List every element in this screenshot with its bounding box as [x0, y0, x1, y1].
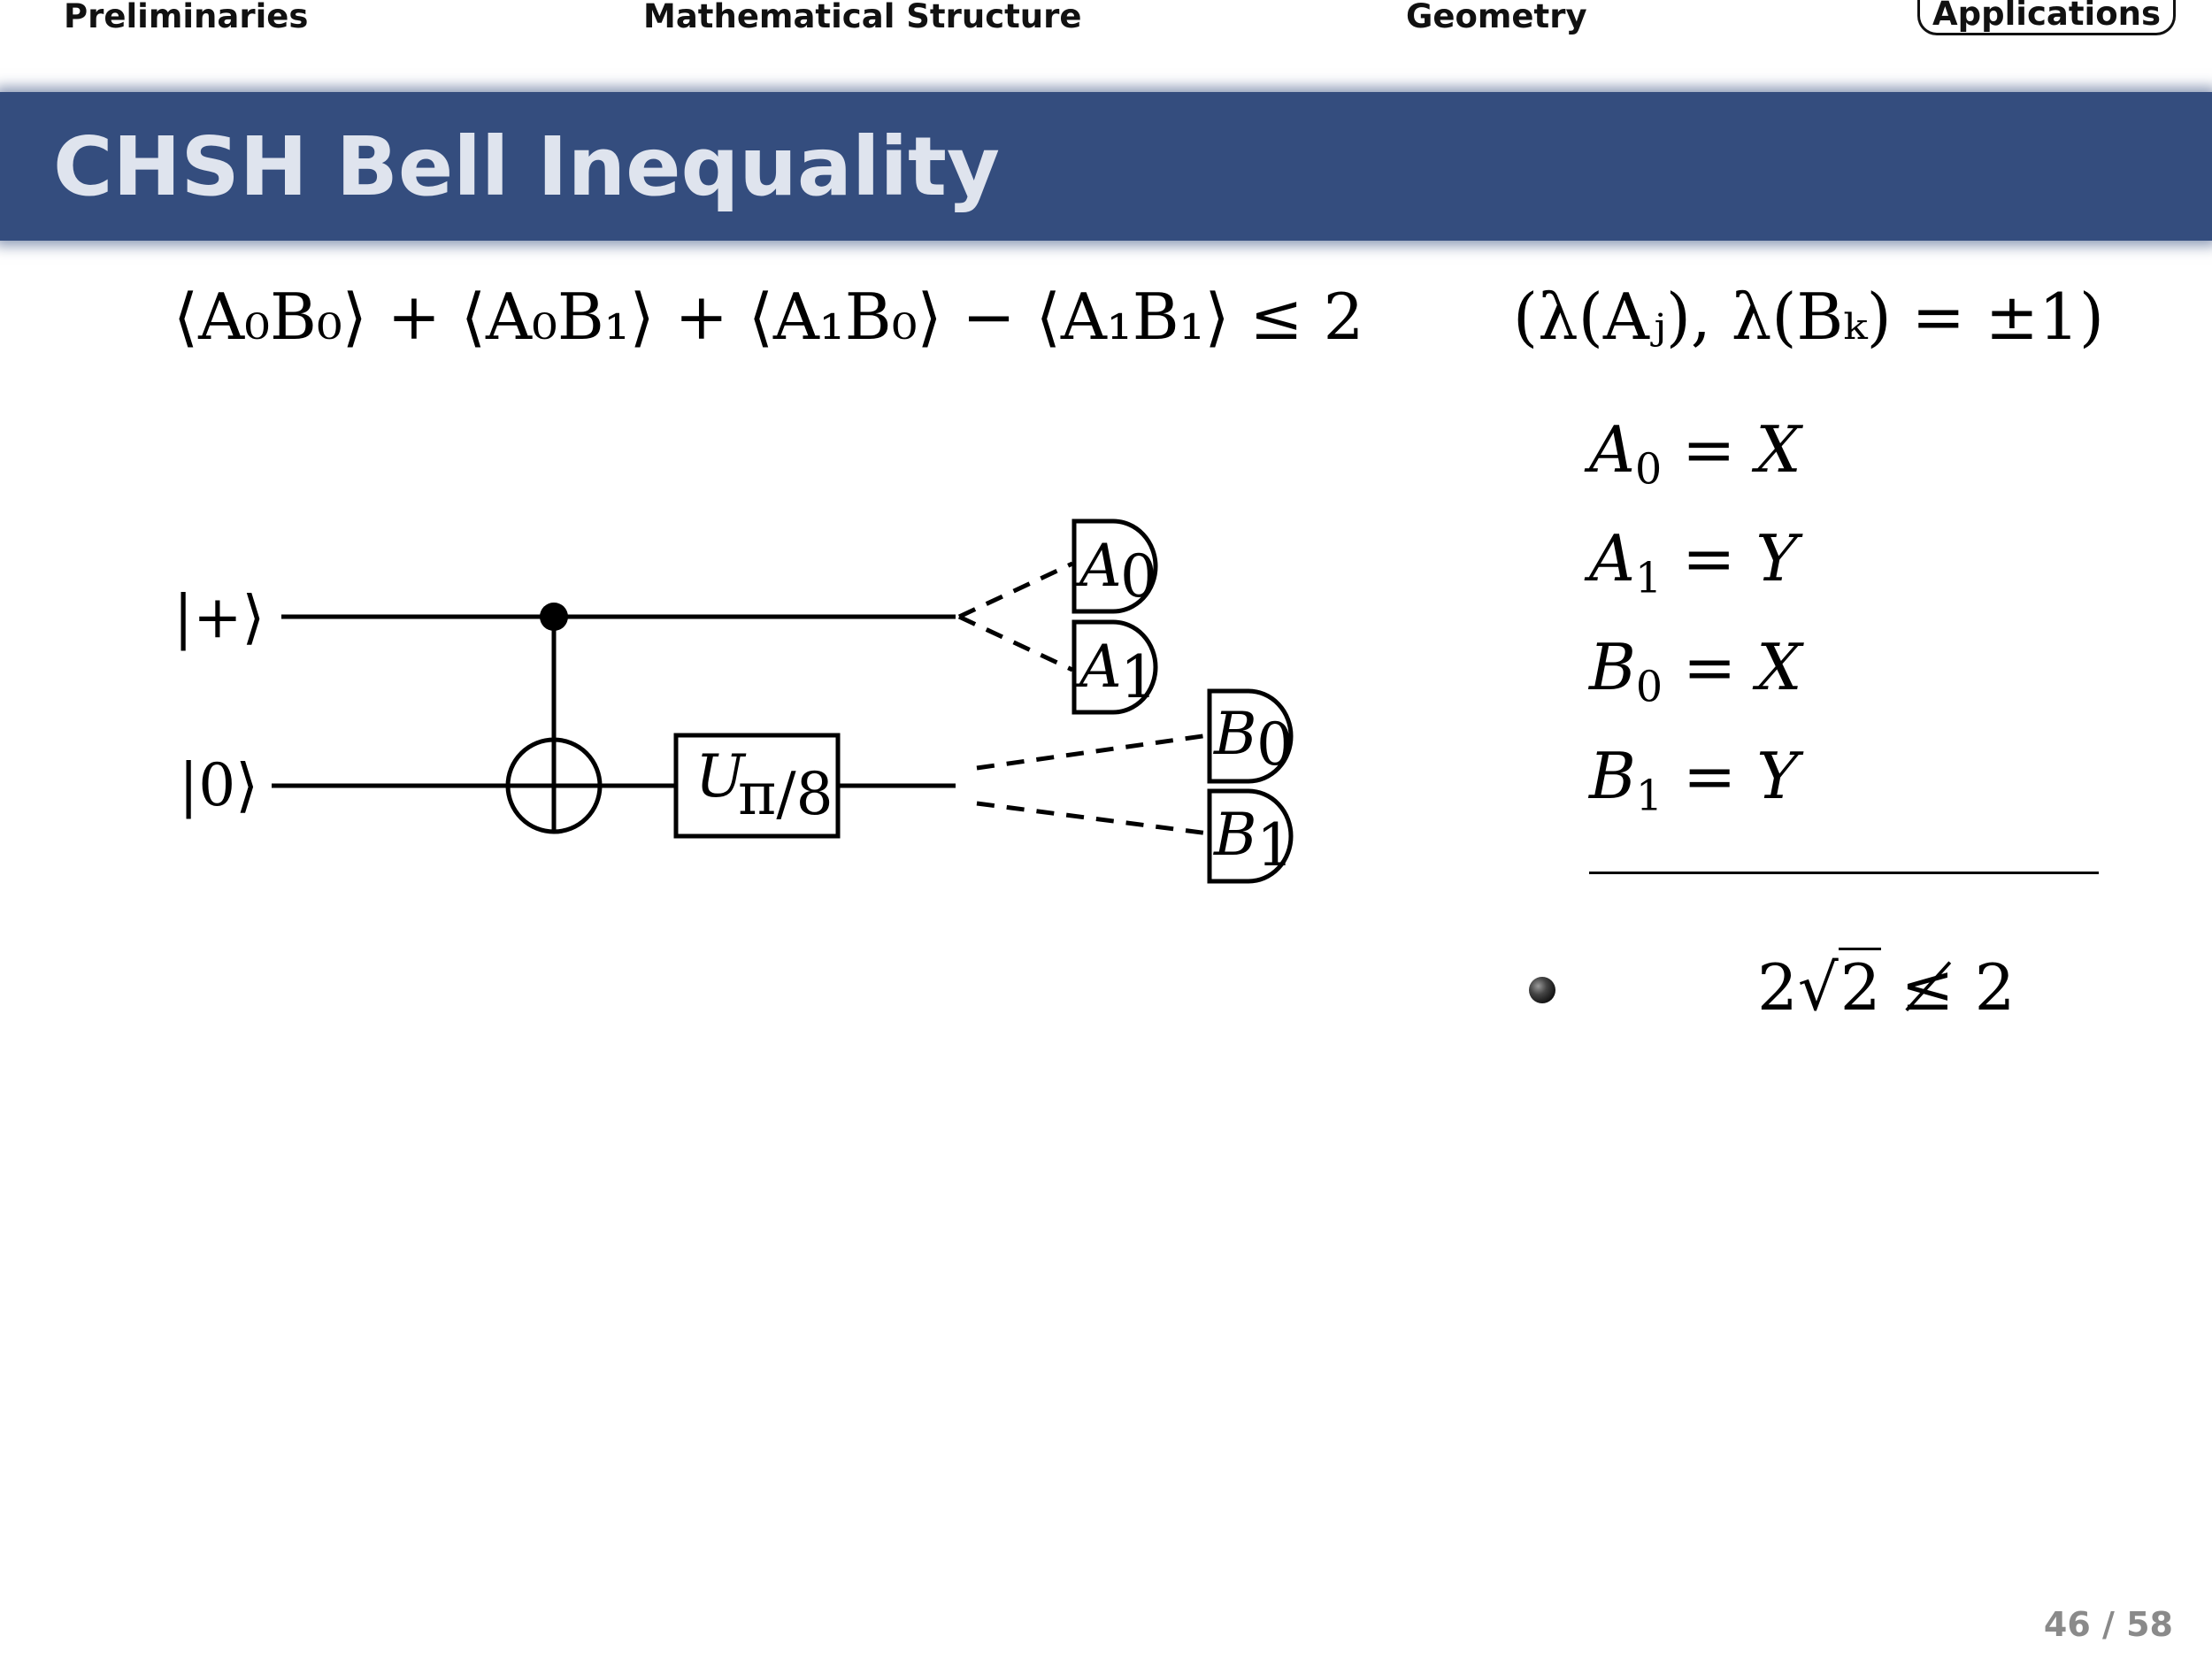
u-gate-subscript: π/8: [738, 760, 833, 828]
svg-text:A: A: [1074, 633, 1122, 701]
definition-a1: A1 = Y: [1589, 521, 1798, 603]
branch-to-a1: [957, 614, 1074, 672]
branch-to-b1: [976, 801, 1210, 836]
u-gate-box: [673, 733, 841, 839]
svg-text:1: 1: [1256, 811, 1294, 879]
violation-result: 2√2 ≰ 2: [1757, 948, 2016, 1025]
radicand: 2: [1838, 948, 1881, 1025]
title-bar: CHSH Bell Inequality: [0, 92, 2212, 241]
result-coefficient: 2: [1757, 950, 1798, 1025]
page-number: 46 / 58: [2043, 1605, 2173, 1644]
svg-text:B: B: [1213, 700, 1257, 768]
input-label-plus: |+⟩: [173, 583, 265, 651]
result-bound: 2: [1974, 950, 2016, 1025]
definition-b0: B0 = X: [1589, 630, 1802, 712]
nav-item-geometry[interactable]: Geometry: [1406, 0, 1587, 35]
section-navigation: Preliminaries Mathematical Structure Geo…: [0, 0, 2212, 42]
inequality-expression: ⟨A₀B₀⟩ + ⟨A₀B₁⟩ + ⟨A₁B₀⟩ − ⟨A₁B₁⟩ ≤ 2: [173, 280, 1364, 354]
u-gate-symbol: U: [695, 742, 747, 810]
detector-b1: B 1: [1207, 788, 1294, 884]
nav-item-mathematical-structure[interactable]: Mathematical Structure: [643, 0, 1082, 35]
input-label-zero: |0⟩: [179, 751, 258, 819]
nav-item-applications[interactable]: Applications: [1917, 0, 2177, 35]
definition-a0: A0 = X: [1589, 412, 1801, 495]
svg-text:1: 1: [1120, 643, 1157, 711]
svg-text:B: B: [1213, 801, 1257, 869]
branch-to-b0: [976, 733, 1210, 771]
definition-b1: B1 = Y: [1589, 739, 1799, 821]
square-root: √2: [1798, 948, 1881, 1025]
detector-a1: A 1: [1071, 619, 1158, 715]
separator-rule: [1589, 872, 2099, 874]
eigenvalue-condition: (λ(Aⱼ), λ(Bₖ) = ±1): [1513, 281, 2104, 352]
svg-text:A: A: [1074, 532, 1122, 600]
slide-title: CHSH Bell Inequality: [53, 119, 1000, 214]
detector-a0: A 0: [1071, 518, 1158, 614]
branch-to-a0: [957, 561, 1074, 619]
observable-definitions: A0 = X A1 = Y B0 = X B1 = Y: [1589, 414, 2120, 821]
result-relation: ≰: [1901, 950, 1955, 1025]
condition-expression: (λ(Aⱼ), λ(Bₖ) = ±1): [1513, 280, 2105, 354]
detector-b0: B 0: [1207, 688, 1294, 784]
svg-text:0: 0: [1120, 542, 1157, 611]
svg-text:0: 0: [1256, 710, 1294, 779]
bullet-icon: [1529, 977, 1555, 1003]
chsh-inequality: ⟨A₀B₀⟩ + ⟨A₀B₁⟩ + ⟨A₁B₀⟩ − ⟨A₁B₁⟩ ≤ 2: [173, 281, 1363, 352]
nav-item-preliminaries[interactable]: Preliminaries: [64, 0, 309, 35]
